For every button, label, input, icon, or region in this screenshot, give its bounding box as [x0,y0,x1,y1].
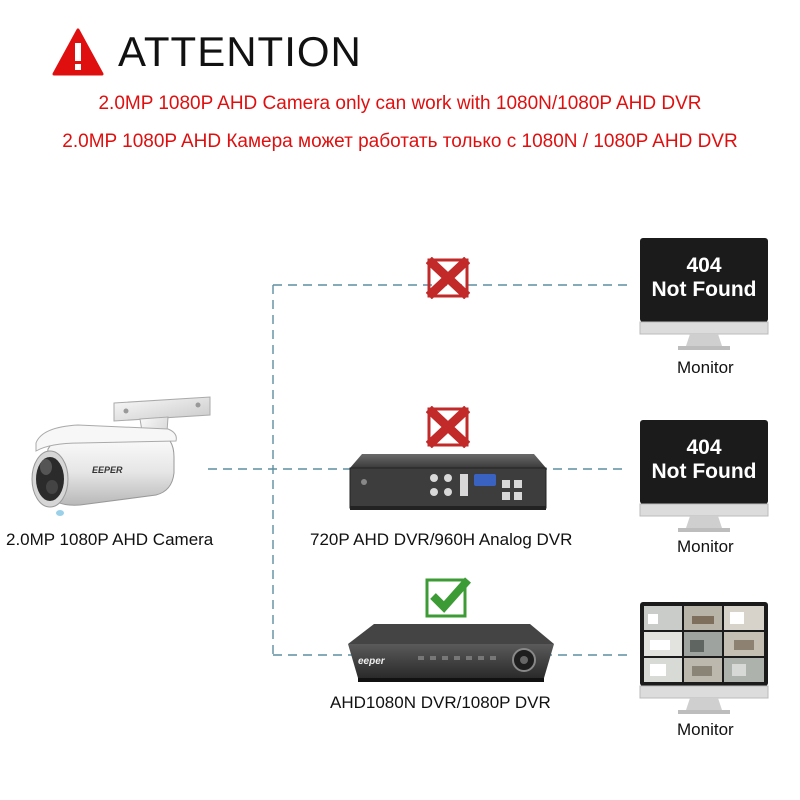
warning-icon [52,28,104,76]
screen-error-code: 404 [686,254,722,277]
camera-brand: EEPER [92,465,123,475]
monitor-label: Monitor [677,720,734,739]
screen-error-code: 404 [686,436,722,459]
screen-error-text: Not Found [651,278,757,301]
camera-label: 2.0MP 1080P AHD Camera [6,530,214,549]
check-icon [425,577,471,618]
dvr-icon [349,454,547,510]
monitor-label: Monitor [677,358,734,377]
monitor-label: Monitor [677,537,734,556]
dvr-brand: eeper [358,656,386,667]
screen-error-text: Not Found [651,460,757,483]
monitor-icon [638,600,770,718]
monitor-icon: 404 Not Found [638,236,770,354]
camera-icon: EEPER [31,396,211,516]
compatibility-note-en: 2.0MP 1080P AHD Camera only can work wit… [98,93,702,114]
dvr-label-1080n: AHD1080N DVR/1080P DVR [330,693,551,712]
page-title: ATTENTION [118,28,362,75]
cross-icon [426,257,470,299]
compatibility-note-ru: 2.0MP 1080P AHD Камера может работать то… [62,131,738,152]
cross-icon [426,406,470,448]
dvr-icon: eeper [348,624,554,682]
camera-feed-grid [644,606,764,682]
monitor-icon: 404 Not Found [638,418,770,536]
dvr-label-720p: 720P AHD DVR/960H Analog DVR [310,530,573,549]
